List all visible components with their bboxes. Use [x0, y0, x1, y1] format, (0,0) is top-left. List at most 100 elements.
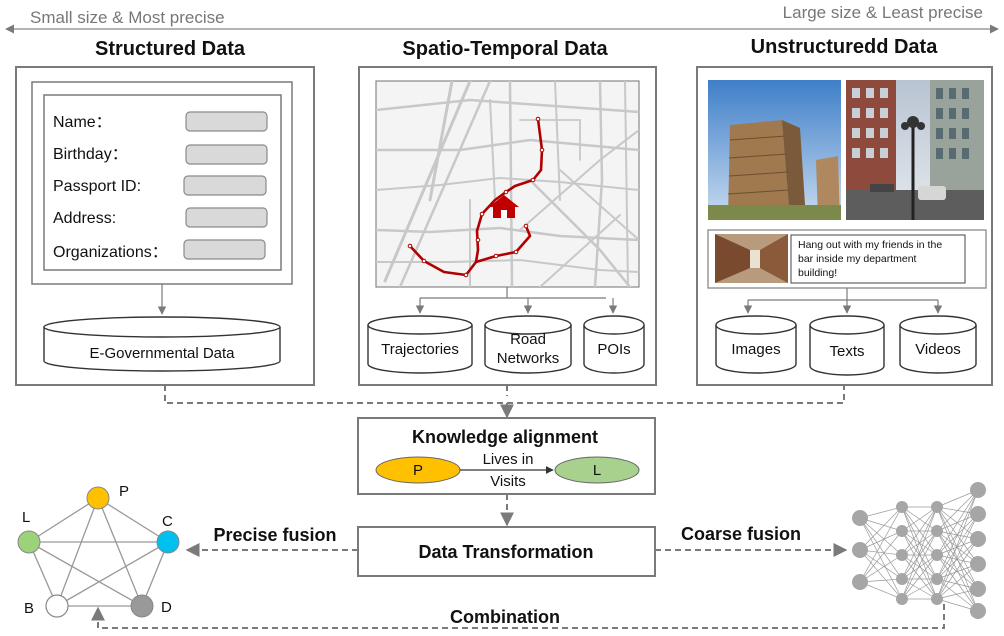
nn-edge: [901, 506, 938, 600]
nn-edge: [859, 506, 903, 583]
photo-street: [846, 80, 984, 220]
road-map: [375, 80, 640, 288]
nn-node: [896, 525, 908, 537]
nn-edge: [859, 517, 903, 580]
knowledge-alignment-title: Knowledge alignment: [412, 427, 598, 447]
egov-database: E-Governmental Data: [43, 316, 281, 372]
graph-node-l: [17, 530, 41, 554]
photo-bar-hallway: [715, 234, 788, 283]
graph-label-d: D: [161, 599, 172, 616]
nn-node: [970, 482, 986, 498]
nn-edge: [936, 530, 979, 590]
nn-edge: [936, 513, 979, 580]
coarse-fusion-label: Coarse fusion: [681, 524, 801, 544]
nn-node: [970, 603, 986, 619]
graph-node-c: [156, 530, 180, 554]
precise-fusion-label: Precise fusion: [213, 525, 336, 545]
home-icon: [489, 195, 519, 218]
spatio-temporal-panel: Spatio-Temporal Data: [358, 38, 657, 386]
nn-edge: [936, 554, 979, 590]
nn-edge: [859, 530, 903, 583]
nn-edge: [936, 538, 979, 580]
nn-node: [970, 581, 986, 597]
data-transformation-title: Data Transformation: [418, 542, 593, 562]
nn-edge: [936, 489, 979, 556]
graph-node-d: [130, 594, 154, 618]
nn-node: [970, 506, 986, 522]
relation-lives-in: Lives in: [483, 451, 534, 468]
graph-label-p: P: [119, 483, 129, 500]
structured-data-panel: Structured Data Name： Birthday： Passport…: [15, 38, 315, 386]
videos-database-label: Videos: [915, 341, 961, 358]
structured-data-title: Structured Data: [95, 38, 246, 60]
nn-node: [896, 593, 908, 605]
nn-edge: [901, 530, 938, 580]
nn-edge: [936, 489, 979, 532]
pois-database-label: POIs: [597, 341, 630, 358]
entity-node-p-label: P: [413, 462, 423, 479]
entity-node-l-label: L: [593, 462, 601, 479]
spatio-temporal-title: Spatio-Temporal Data: [402, 38, 608, 60]
nn-node: [970, 556, 986, 572]
nn-node: [852, 542, 868, 558]
nn-edge: [901, 578, 938, 600]
nn-node: [970, 531, 986, 547]
nn-edge: [936, 489, 979, 580]
texts-database: Texts: [809, 315, 885, 376]
unstructured-data-panel: Unstructuredd Data: [696, 36, 993, 386]
post-text-line-1: Hang out with my friends in the: [798, 239, 942, 251]
field-value-birthday: [185, 144, 268, 165]
nn-edge: [859, 517, 903, 600]
entity-node-l: [554, 456, 640, 484]
pois-database: POIs: [583, 315, 645, 374]
trajectory-points: [407, 116, 545, 278]
combination-arrow: [91, 604, 945, 629]
post-text-box: [790, 234, 966, 284]
road-networks-database-label-1: Road: [510, 331, 546, 348]
post-text-line-2: bar inside my department: [798, 253, 917, 265]
nn-node: [931, 549, 943, 561]
nn-edge: [936, 506, 979, 590]
knowledge-graph: P C D B L: [17, 483, 180, 618]
trajectories-database: Trajectories: [367, 315, 473, 374]
nn-node: [852, 510, 868, 526]
videos-database: Videos: [899, 315, 977, 374]
field-label-name: Name：: [53, 114, 112, 131]
nn-node: [852, 574, 868, 590]
road-networks-database-label-2: Networks: [497, 350, 560, 367]
data-transformation-box: Data Transformation: [357, 526, 656, 577]
photo-skyscrapers: [708, 80, 841, 220]
field-value-organizations: [183, 239, 266, 260]
nn-node: [931, 501, 943, 513]
nn-edge: [859, 506, 903, 551]
nn-node: [931, 525, 943, 537]
field-label-address: Address:: [53, 210, 116, 227]
field-label-birthday: Birthday：: [53, 146, 128, 163]
nn-edge: [859, 554, 903, 583]
nn-edge: [901, 506, 938, 532]
knowledge-alignment-box: Knowledge alignment P L Lives in Visits: [357, 417, 656, 495]
texts-database-label: Texts: [829, 343, 864, 360]
nn-edge: [859, 549, 903, 580]
nn-edge: [859, 549, 903, 600]
combination-label: Combination: [450, 607, 560, 627]
nn-edge: [859, 517, 903, 556]
field-value-passport: [183, 175, 267, 196]
nn-edge: [936, 513, 979, 600]
post-text-line-3: building!: [798, 267, 837, 279]
graph-node-p: [86, 486, 110, 510]
nn-edge: [901, 554, 938, 600]
nn-edge: [901, 506, 938, 556]
precision-label-left: Small size & Most precise: [30, 8, 225, 27]
merge-dashed-line: [164, 385, 845, 404]
nn-node: [896, 501, 908, 513]
graph-label-l: L: [22, 509, 30, 526]
field-label-passport: Passport ID:: [53, 178, 141, 195]
nn-node: [896, 549, 908, 561]
field-label-organizations: Organizations：: [53, 244, 168, 261]
field-value-address: [185, 207, 268, 228]
field-value-name: [185, 111, 268, 132]
trajectories-database-label: Trajectories: [381, 341, 459, 358]
egov-database-label: E-Governmental Data: [89, 345, 235, 362]
graph-node-b: [45, 594, 69, 618]
